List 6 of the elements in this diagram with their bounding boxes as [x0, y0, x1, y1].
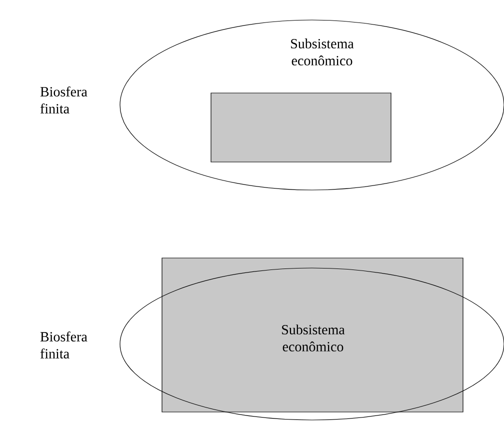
label: Subsistema econômico [291, 38, 354, 66]
subsystem-box [210, 92, 392, 162]
side-label: Biosfera finita [40, 332, 88, 358]
side-label: Biosfera finita [40, 86, 88, 114]
ellipse [120, 268, 504, 420]
label: Subsistema econômico [282, 324, 345, 352]
